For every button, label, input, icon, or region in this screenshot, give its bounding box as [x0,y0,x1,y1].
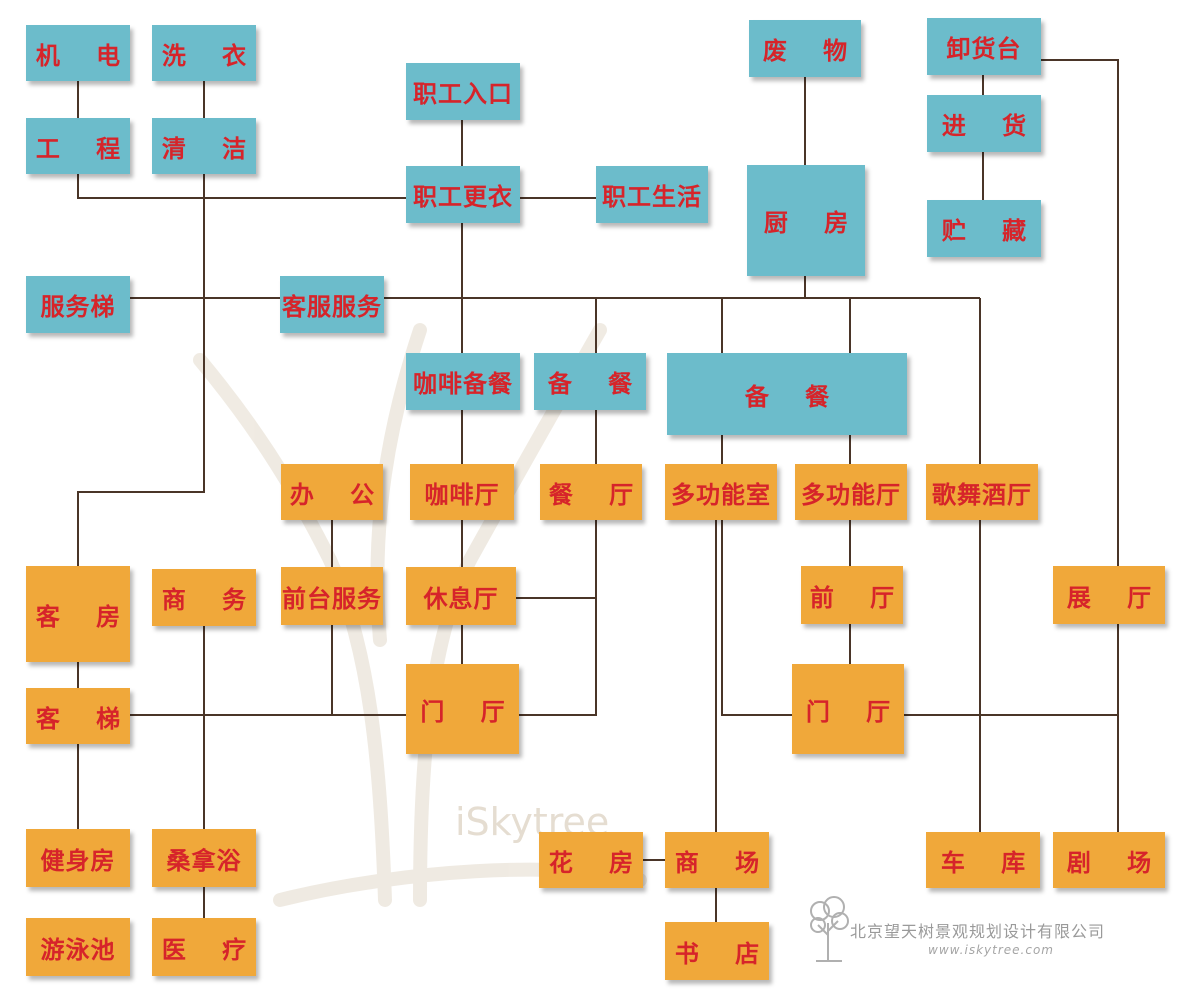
node-huafang: 花 房 [539,832,643,888]
node-youyongchi: 游泳池 [26,918,130,976]
node-kafei-beican: 咖啡备餐 [406,353,520,410]
node-xiuxiting: 休息厅 [406,567,516,625]
node-beican-big: 备 餐 [667,353,907,435]
node-feiwu: 废 物 [749,20,861,77]
connector-line [1041,59,1119,566]
node-shangchang: 商 场 [665,832,769,888]
node-jidian: 机 电 [26,25,130,81]
node-kefang: 客 房 [26,566,130,662]
node-zhanting: 展 厅 [1053,566,1165,624]
node-sangnayu: 桑拿浴 [152,829,256,887]
connector-line [519,520,597,716]
node-zhigong-rukou: 职工入口 [406,63,520,120]
node-menting-left: 门 厅 [406,664,519,754]
node-canting: 餐 厅 [540,464,642,520]
node-jinhuo: 进 货 [927,95,1041,152]
node-qianting: 前 厅 [801,566,903,624]
node-xiehuotai: 卸货台 [927,18,1041,75]
node-bangong: 办 公 [281,464,383,520]
node-fuwuti: 服务梯 [26,276,130,333]
connector-line [77,174,406,199]
node-qingjie: 清 洁 [152,118,256,174]
node-keti: 客 梯 [26,688,130,744]
node-chufang: 厨 房 [747,165,865,276]
node-zhucang: 贮 藏 [927,200,1041,257]
node-zhigong-gengyi: 职工更衣 [406,166,520,223]
tree-logo-icon [810,896,849,962]
company-name: 北京望天树景观规划设计有限公司 [850,922,1106,941]
node-duogongneng-shi: 多功能室 [665,464,777,520]
node-gewu-jiuting: 歌舞酒厅 [926,464,1038,520]
node-kefu-fuwu: 客服服务 [280,276,384,333]
connector-line [77,174,205,566]
node-qiantai-fuwu: 前台服务 [281,567,383,625]
node-gongcheng: 工 程 [26,118,130,174]
company-url: www.iskytree.com [928,943,1054,957]
node-menting-right: 门 厅 [792,664,904,754]
node-beican-small: 备 餐 [534,353,646,410]
node-jianshenfang: 健身房 [26,829,130,887]
node-shudian: 书 店 [665,922,769,980]
node-yiliao: 医 疗 [152,918,256,976]
node-duogongneng-ting: 多功能厅 [795,464,907,520]
node-kafeiting: 咖啡厅 [410,464,514,520]
node-cheku: 车 库 [926,832,1040,888]
node-zhigong-shenghuo: 职工生活 [596,166,708,223]
connector-line [721,520,792,716]
node-shangwu: 商 务 [152,569,256,626]
node-juchang: 剧 场 [1053,832,1165,888]
node-xiyi: 洗 衣 [152,25,256,81]
